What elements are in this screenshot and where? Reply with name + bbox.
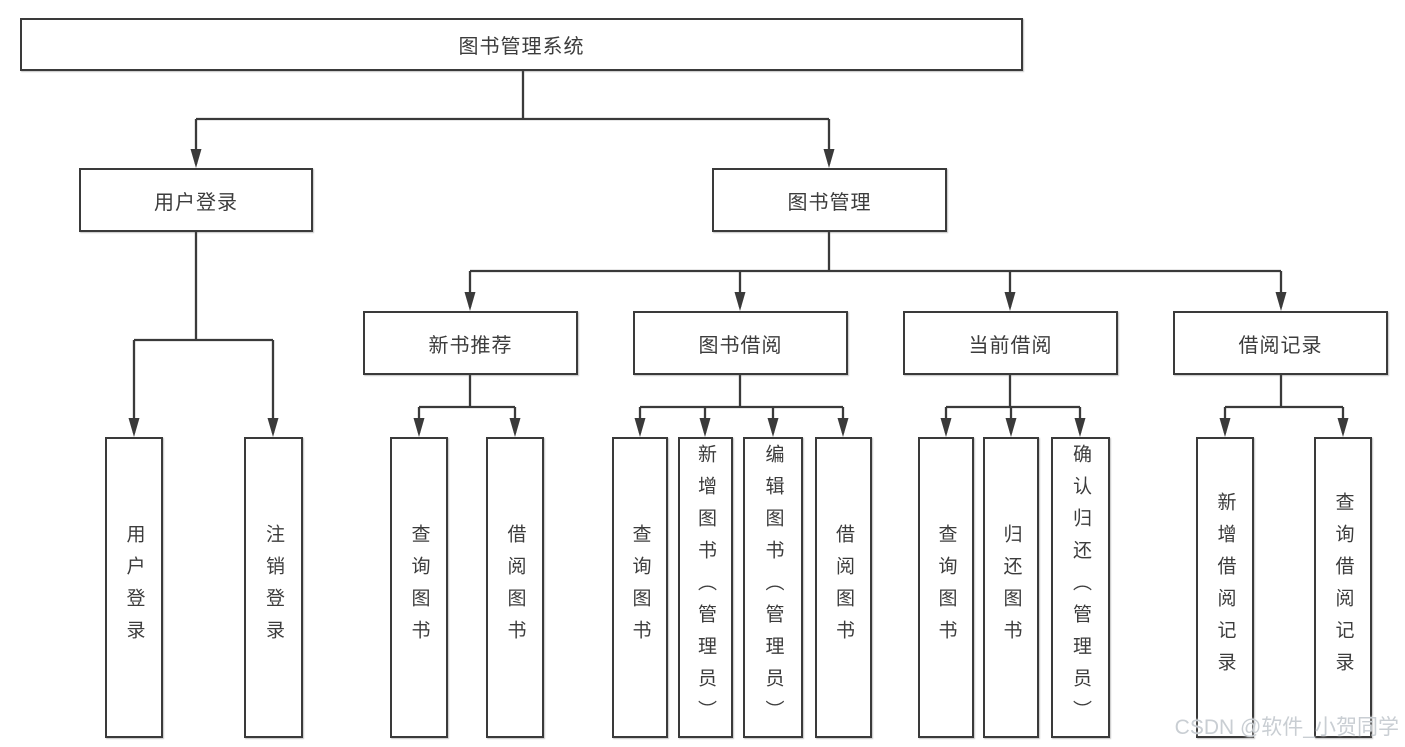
leaf-newbook-borrow-books-label: 借阅图书: [504, 523, 526, 652]
node-new-book-recommend-label: 新书推荐: [428, 334, 513, 357]
leaf-logout: 注销登录: [244, 437, 303, 738]
leaf-borrow-books: 借阅图书: [815, 437, 872, 738]
leaf-confirm-return-admin-label: 确认归还（管理员）: [1070, 443, 1091, 732]
leaf-newbook-query-books-label: 查询图书: [408, 523, 430, 652]
node-current-borrow: 当前借阅: [903, 311, 1118, 375]
leaf-add-book-admin: 新增图书（管理员）: [678, 437, 733, 738]
leaf-user-login: 用户登录: [105, 437, 163, 738]
node-book-management-label: 图书管理: [787, 191, 872, 214]
node-book-borrow-label: 图书借阅: [698, 334, 783, 357]
leaf-current-query-books-label: 查询图书: [935, 523, 957, 652]
node-book-management: 图书管理: [712, 168, 947, 232]
leaf-borrow-query-books: 查询图书: [612, 437, 668, 738]
leaf-edit-book-admin: 编辑图书（管理员）: [743, 437, 803, 738]
leaf-add-borrow-record: 新增借阅记录: [1196, 437, 1254, 738]
leaf-user-login-label: 用户登录: [123, 523, 145, 652]
leaf-borrow-books-label: 借阅图书: [833, 523, 854, 652]
node-borrow-records-label: 借阅记录: [1238, 334, 1323, 357]
leaf-edit-book-admin-label: 编辑图书（管理员）: [762, 443, 784, 732]
node-new-book-recommend: 新书推荐: [363, 311, 578, 375]
leaf-current-query-books: 查询图书: [918, 437, 974, 738]
leaf-return-books-label: 归还图书: [1000, 523, 1022, 652]
node-root: 图书管理系统: [20, 18, 1023, 71]
leaf-query-borrow-record-label: 查询借阅记录: [1332, 491, 1354, 684]
leaf-add-borrow-record-label: 新增借阅记录: [1214, 491, 1236, 684]
leaf-newbook-borrow-books: 借阅图书: [486, 437, 544, 738]
node-user-login: 用户登录: [79, 168, 313, 232]
node-user-login-label: 用户登录: [154, 191, 238, 214]
node-book-borrow: 图书借阅: [633, 311, 848, 375]
leaf-newbook-query-books: 查询图书: [390, 437, 448, 738]
node-borrow-records: 借阅记录: [1173, 311, 1388, 375]
csdn-watermark: CSDN @软件_小贺同学: [1174, 716, 1399, 739]
arrowheads: [128, 149, 1349, 437]
leaf-return-books: 归还图书: [983, 437, 1039, 738]
leaf-add-book-admin-label: 新增图书（管理员）: [695, 443, 716, 732]
node-current-borrow-label: 当前借阅: [968, 334, 1053, 357]
leaf-confirm-return-admin: 确认归还（管理员）: [1051, 437, 1110, 738]
node-root-label: 图书管理系统: [458, 36, 585, 58]
leaf-query-borrow-record: 查询借阅记录: [1314, 437, 1372, 738]
leaf-borrow-query-books-label: 查询图书: [629, 523, 651, 652]
leaf-logout-label: 注销登录: [263, 523, 284, 652]
